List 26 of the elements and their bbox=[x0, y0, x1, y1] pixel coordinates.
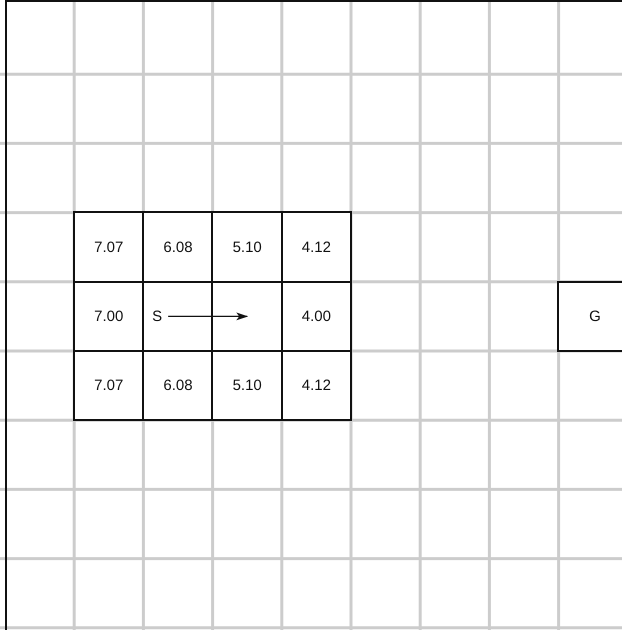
cell-value: 4.12 bbox=[302, 377, 331, 394]
cell-value: 4.12 bbox=[302, 238, 331, 256]
cell-value: 6.08 bbox=[163, 377, 193, 394]
grid-cell bbox=[557, 280, 622, 352]
cell-value: 7.07 bbox=[94, 238, 124, 256]
cell-value: 4.00 bbox=[302, 308, 331, 325]
arrow bbox=[168, 312, 248, 320]
grid-cell bbox=[72, 280, 145, 352]
grid-cell bbox=[142, 350, 214, 422]
grid-cell bbox=[142, 280, 214, 352]
grid-cell bbox=[72, 211, 145, 284]
grid-cell bbox=[72, 350, 145, 422]
cell-value: S bbox=[152, 308, 162, 325]
cell-value: 5.10 bbox=[232, 377, 262, 394]
grid-cell bbox=[280, 280, 352, 352]
cell-value: 7.07 bbox=[94, 377, 124, 394]
grid-cell bbox=[211, 280, 284, 352]
grid-cell bbox=[142, 211, 214, 284]
grid-cell bbox=[211, 211, 284, 284]
cell-value: G bbox=[589, 308, 601, 325]
cell-value: 5.10 bbox=[232, 238, 262, 256]
grid-cell bbox=[280, 211, 352, 284]
cell-value: 6.08 bbox=[163, 238, 193, 256]
grid-cell bbox=[211, 350, 284, 422]
cell-value: 7.00 bbox=[94, 308, 124, 325]
grid-cell bbox=[280, 350, 352, 422]
